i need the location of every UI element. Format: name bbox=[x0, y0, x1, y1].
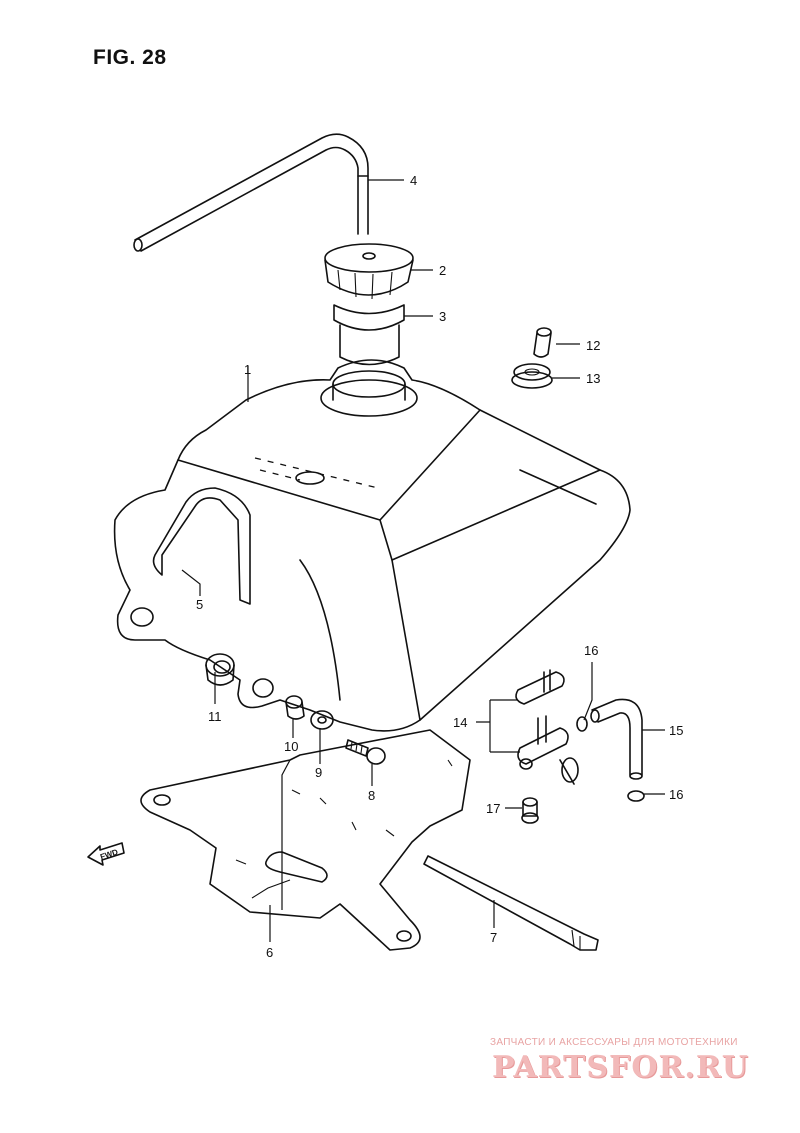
part-strap bbox=[423, 855, 599, 951]
part-washer bbox=[310, 710, 334, 730]
callout-14: 14 bbox=[453, 715, 467, 730]
callout-3: 3 bbox=[439, 309, 446, 324]
callout-8: 8 bbox=[368, 788, 375, 803]
callout-10: 10 bbox=[284, 739, 298, 754]
callout-6: 6 bbox=[266, 945, 273, 960]
part-cushion bbox=[511, 363, 553, 389]
part-hose-joint bbox=[533, 327, 552, 358]
callout-7: 7 bbox=[490, 930, 497, 945]
callout-labels: 4 2 3 1 5 12 13 11 10 9 8 14 16 15 16 17… bbox=[196, 173, 683, 960]
watermark-logo: PARTSFOR.RU bbox=[492, 1050, 749, 1085]
callout-1: 1 bbox=[244, 362, 251, 377]
part-hose-clamp-lower bbox=[627, 790, 645, 802]
leader-lines bbox=[181, 179, 665, 942]
callout-16-lower: 16 bbox=[669, 787, 683, 802]
callout-5: 5 bbox=[196, 597, 203, 612]
callout-9: 9 bbox=[315, 765, 322, 780]
callout-11: 11 bbox=[208, 709, 222, 724]
part-fuel-cap bbox=[324, 243, 414, 300]
part-breather-hose bbox=[133, 133, 369, 252]
part-bolt bbox=[345, 739, 386, 765]
part-cap-gasket bbox=[333, 304, 405, 366]
forward-arrow-icon: FWD bbox=[87, 842, 125, 866]
callout-4: 4 bbox=[410, 173, 417, 188]
part-collar bbox=[285, 695, 305, 720]
part-fuel-tank bbox=[113, 359, 631, 732]
callout-13: 13 bbox=[586, 371, 600, 386]
part-screw bbox=[521, 797, 539, 824]
part-grommet bbox=[205, 653, 235, 686]
part-fuel-hose bbox=[590, 698, 643, 780]
callout-16-upper: 16 bbox=[584, 643, 598, 658]
part-hose-clamp-upper bbox=[576, 716, 588, 732]
callout-12: 12 bbox=[586, 338, 600, 353]
watermark-tagline: ЗАПЧАСТИ И АКСЕССУАРЫ ДЛЯ МОТОТЕХНИКИ bbox=[490, 1037, 738, 1048]
callout-17: 17 bbox=[486, 801, 500, 816]
part-fuel-cock bbox=[515, 669, 579, 785]
callout-15: 15 bbox=[669, 723, 683, 738]
callout-2: 2 bbox=[439, 263, 446, 278]
figure-title: FIG. 28 bbox=[93, 46, 167, 69]
part-tank-bracket bbox=[140, 729, 471, 951]
